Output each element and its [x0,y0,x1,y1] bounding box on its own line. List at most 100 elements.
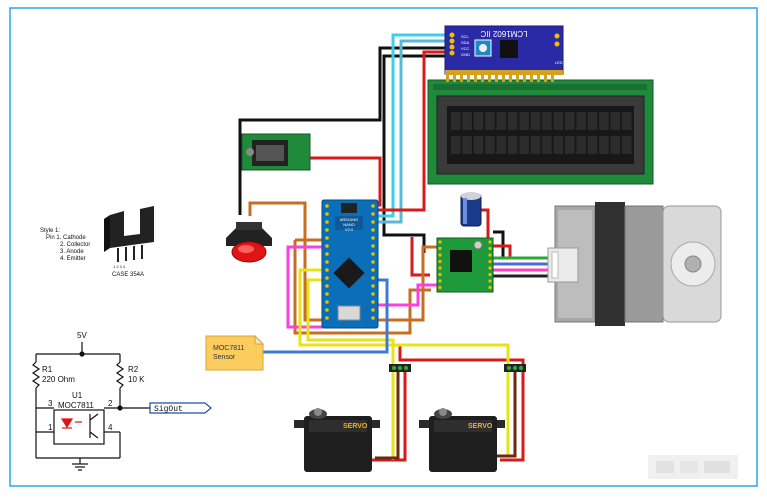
nano-pin [371,204,375,208]
lcd-header-pin [530,74,533,82]
lcd-cell [530,136,541,154]
board-name-line2: NANO [343,222,355,227]
lcd-cell [587,136,598,154]
nano-pin [325,212,329,216]
sigout-label: SigOut [154,405,183,414]
lcd-cell [519,136,529,154]
driver-pin [438,259,442,264]
nano-pin [371,212,375,216]
lcd-pin-sda: SDA [461,40,470,45]
servo-motor-2: SERVO [419,408,505,472]
lcd-character-cells [451,112,632,154]
nano-pin [371,228,375,232]
lcd-header-pin [523,74,526,82]
lcd-module-label: LCM1602 IIC [480,29,527,38]
lcd-cell [610,112,621,130]
stepper-driver-a4988 [436,237,494,293]
nano-pin [325,204,329,208]
lcd-pin-vcc: VCC [461,46,470,51]
lcd-header-pin [460,74,463,82]
pin-4-label: 4 [108,423,113,432]
pin-1-label: 1 [48,423,53,432]
lcd-cell [542,112,552,130]
driver-pin [488,272,492,277]
r2-name: R2 [128,365,139,374]
nano-pin [371,260,375,264]
nano-pin [371,252,375,256]
lcd-cell [451,112,461,130]
nano-pin [371,316,375,320]
nano-pin [325,228,329,232]
lcd-cell [553,136,564,154]
package-pin-4: 4. Emitter [60,256,86,262]
lcd-i2c-module: LCM1602 IIC SCL SDA VCC GND LED [444,25,564,75]
watermark-blur [648,455,738,479]
lcd-pin-gnd: GND [461,52,470,57]
lcd-16x2-display [427,74,654,185]
lcd-header-pin [474,74,477,82]
nano-pin [371,244,375,248]
lcd-cell [451,136,461,154]
nano-header-pins [325,204,375,320]
lcd-header-pin [495,74,498,82]
servo-connectors [389,364,526,372]
lcd-header-pin [453,74,456,82]
package-pin-3: 3. Anode [60,249,84,255]
nano-pin [325,284,329,288]
lcd-cell [485,136,495,154]
package-pin-2: 2. Collector [60,242,90,248]
lcd-cell [496,136,507,154]
lcd-header-pin [544,74,547,82]
package-style-title: Style 1: [40,228,60,234]
board-name-line3: V3.0 [345,227,354,232]
driver-pin [438,253,442,257]
lcd-header-pin [467,74,470,82]
lcd-cell [542,136,552,154]
driver-header-pins [438,240,492,290]
driver-pin [438,272,442,277]
package-pin-numbers: 1 2 3 4 [113,264,126,269]
nano-pin [325,236,329,240]
servo-motor-1: SERVO [294,408,380,472]
schematic-labels: 5V R1 220 Ohm R2 10 K U1 MOC7811 3 1 2 4… [42,331,183,432]
u1-name: U1 [72,391,83,400]
driver-pin [488,279,492,283]
lcd-header-pin [509,74,512,82]
lcd-cell [565,136,575,154]
u1-part: MOC7811 [58,401,94,410]
lcd-pin-scl: SCL [461,34,470,39]
nano-pin [371,276,375,280]
nano-pin [325,268,329,272]
nano-pin [371,292,375,296]
driver-pin [488,240,492,244]
nano-pin [325,244,329,248]
lcd-header-pin [481,74,484,82]
driver-pin [438,240,442,244]
r1-name: R1 [42,365,53,374]
nano-pin [325,300,329,304]
lcd-led-label: LED [555,60,563,65]
lcd-cell [610,136,621,154]
lcd-cell [530,112,541,130]
nano-pin [371,268,375,272]
package-case-label: CASE 354A [112,272,144,278]
servo-1-label: SERVO [343,423,368,430]
nano-pin [325,316,329,320]
nano-pin [371,220,375,224]
lcd-header-pin [502,74,505,82]
driver-pin [438,285,442,290]
nano-pin [325,276,329,280]
package-pin-1: Pin 1. Cathode [46,235,86,241]
arduino-nano: ARDUINO NANO V3.0 [321,199,379,329]
lcd-cell [508,112,518,130]
lcd-cell [599,112,609,130]
supply-label: 5V [77,331,87,340]
moc7811-schematic [31,342,212,471]
stepper-motor [547,202,722,326]
lcd-cell [622,136,632,154]
lcd-header-pin [516,74,519,82]
lcd-cell [622,112,632,130]
sensor-note-line2: Sensor [213,354,236,361]
pin-3-label: 3 [48,399,53,408]
